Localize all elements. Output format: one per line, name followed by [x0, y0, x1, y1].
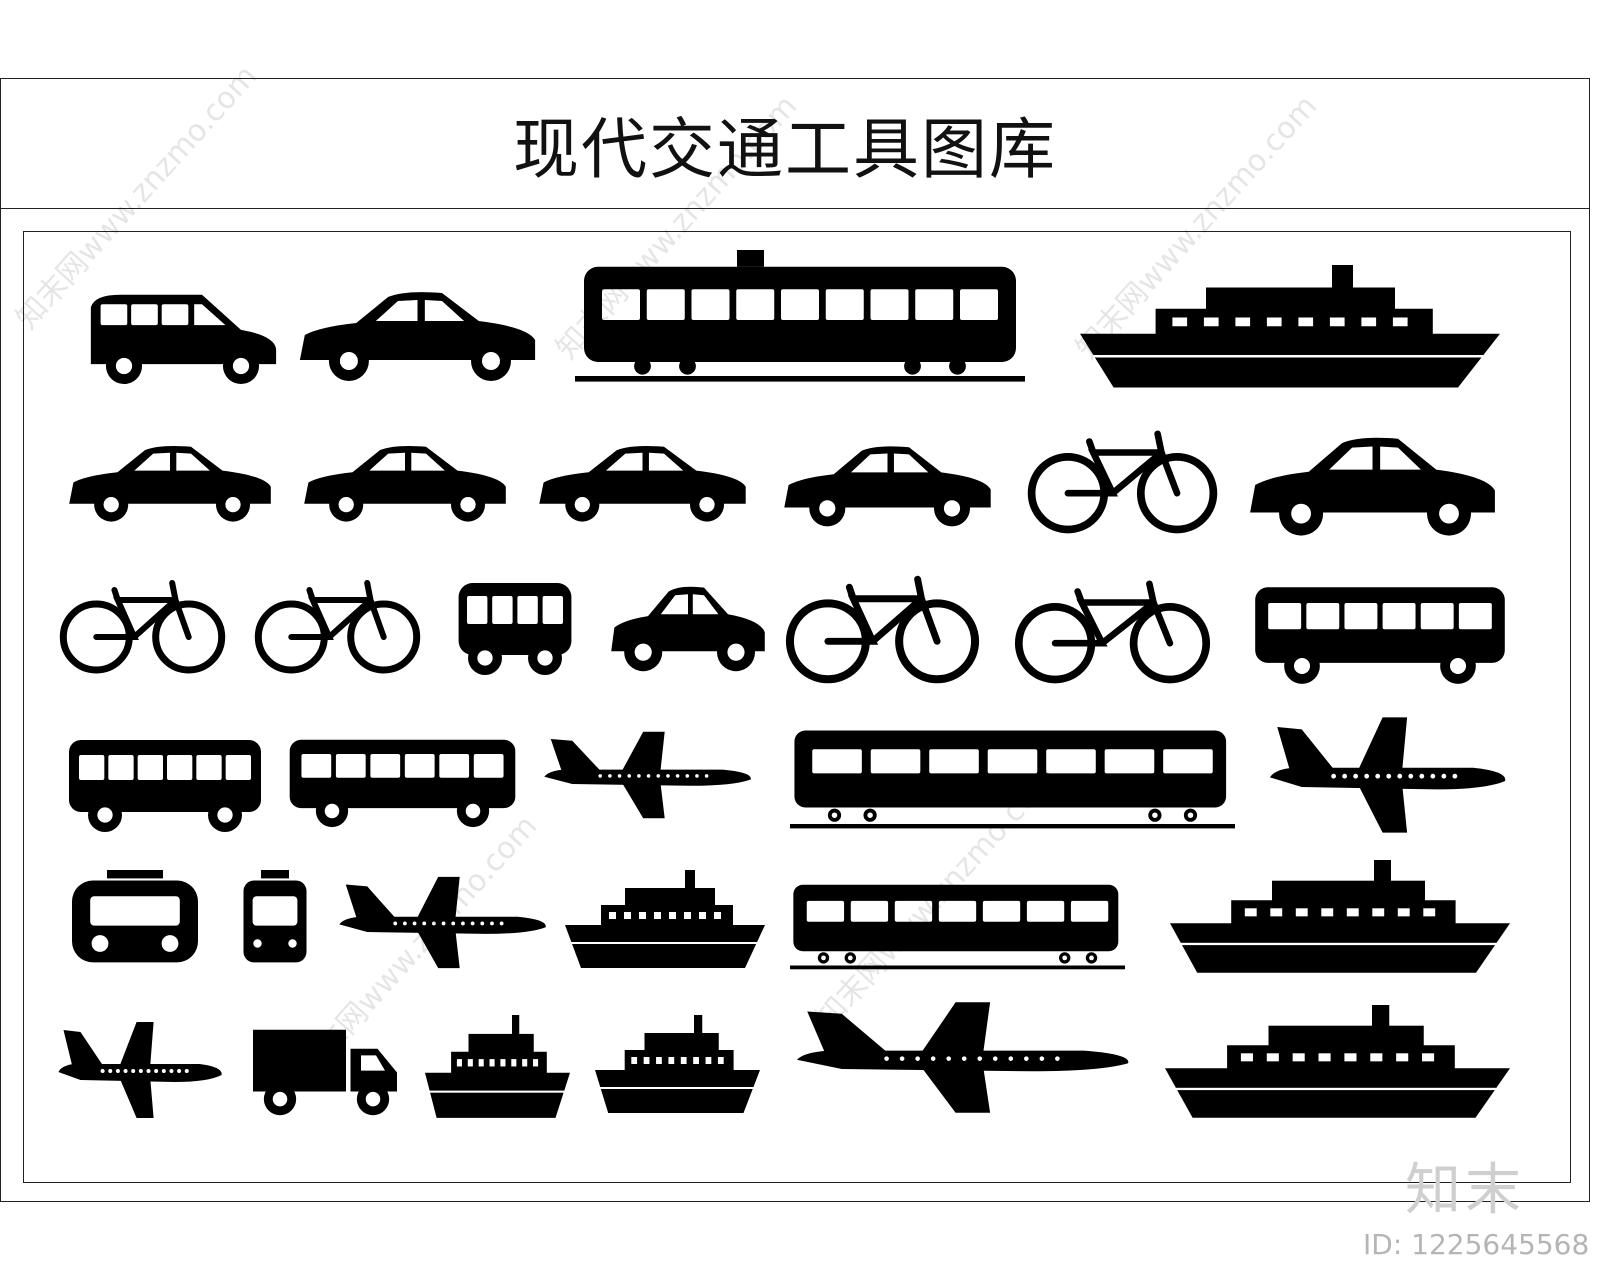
- ship-icon: [595, 1015, 760, 1113]
- airplane-icon: [339, 876, 546, 969]
- van-icon: [90, 294, 277, 385]
- metro-train-icon: [790, 730, 1235, 829]
- ship-icon: [565, 870, 765, 968]
- coach-bus-icon: [1255, 587, 1505, 684]
- airplane-icon: [1269, 717, 1506, 833]
- beetle-car-icon: [611, 586, 765, 672]
- minibus-icon: [458, 583, 572, 675]
- page-title: 现代交通工具图库: [513, 110, 1057, 188]
- high-speed-train-icon: [790, 884, 1125, 970]
- icon-panel: [23, 231, 1571, 1183]
- watermark-logo: 知末: [1405, 1158, 1525, 1223]
- drawing-sheet: 现代交通工具图库: [0, 78, 1590, 1202]
- sedan-icon: [539, 446, 746, 522]
- sedan-icon: [304, 446, 506, 522]
- jet-airliner-icon: [796, 1002, 1129, 1113]
- bicycle-icon: [59, 580, 226, 674]
- bus-icon: [69, 740, 261, 832]
- train-front-icon: [243, 870, 307, 963]
- truck-icon: [253, 1029, 397, 1116]
- bicycle-icon: [254, 580, 421, 674]
- ferry-icon: [1170, 860, 1510, 973]
- cruise-ship-icon: [1080, 265, 1500, 388]
- bicycle-icon: [1027, 430, 1218, 534]
- watermark-id: ID: 1225645568: [1363, 1228, 1590, 1261]
- city-bus-icon: [289, 739, 516, 828]
- spoked-bicycle-icon: [1014, 580, 1211, 684]
- sedan-icon: [69, 446, 271, 522]
- tram-icon: [575, 250, 1025, 382]
- cruise-ship-icon: [1165, 1005, 1510, 1118]
- airplane-icon: [544, 731, 751, 819]
- spoked-bicycle-icon: [785, 575, 980, 684]
- title-bar: 现代交通工具图库: [1, 79, 1589, 209]
- compact-car-icon: [784, 446, 991, 527]
- tugboat-icon: [425, 1015, 570, 1118]
- suv-icon: [1250, 437, 1495, 536]
- tram-front-icon: [72, 870, 198, 963]
- airplane-icon: [58, 1022, 222, 1118]
- sedan-icon: [299, 292, 536, 381]
